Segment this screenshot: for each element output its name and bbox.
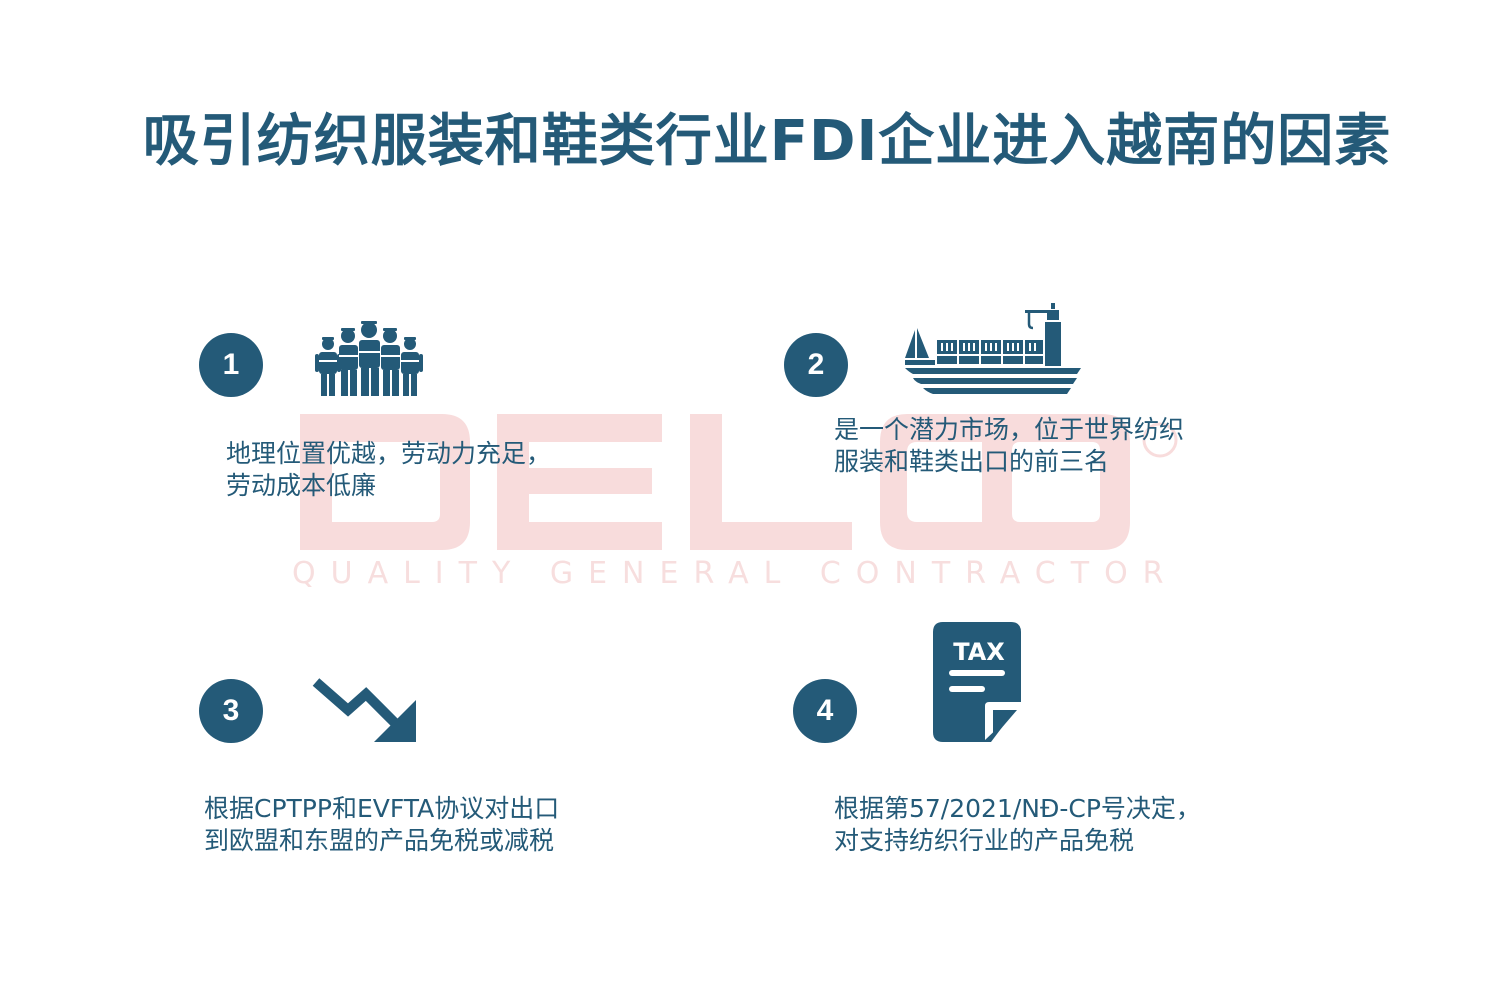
tax-document-icon: TAX [933,622,1025,748]
workers-icon [314,318,424,402]
factor-text: 是一个潜力市场，位于世界纺织 服装和鞋类出口的前三名 [834,415,1185,476]
number-badge: 4 [793,679,857,743]
number-badge: 2 [784,333,848,397]
watermark-tagline: QUALITY GENERAL CONTRACTOR [292,556,1179,591]
page-title: 吸引纺织服装和鞋类行业FDI企业进入越南的因素 [142,109,1392,174]
factor-text: 根据CPTPP和EVFTA协议对出口 到欧盟和东盟的产品免税或减税 [204,794,560,855]
trend-down-icon [310,676,420,750]
factor-text: 根据第57/2021/NĐ-CP号决定， 对支持纺织行业的产品免税 [834,794,1201,855]
number-badge: 3 [199,679,263,743]
factor-text: 地理位置优越，劳动力充足， 劳动成本低廉 [226,439,552,500]
cargo-ship-icon [903,300,1083,404]
tax-label: TAX [953,638,1005,666]
number-badge: 1 [199,333,263,397]
